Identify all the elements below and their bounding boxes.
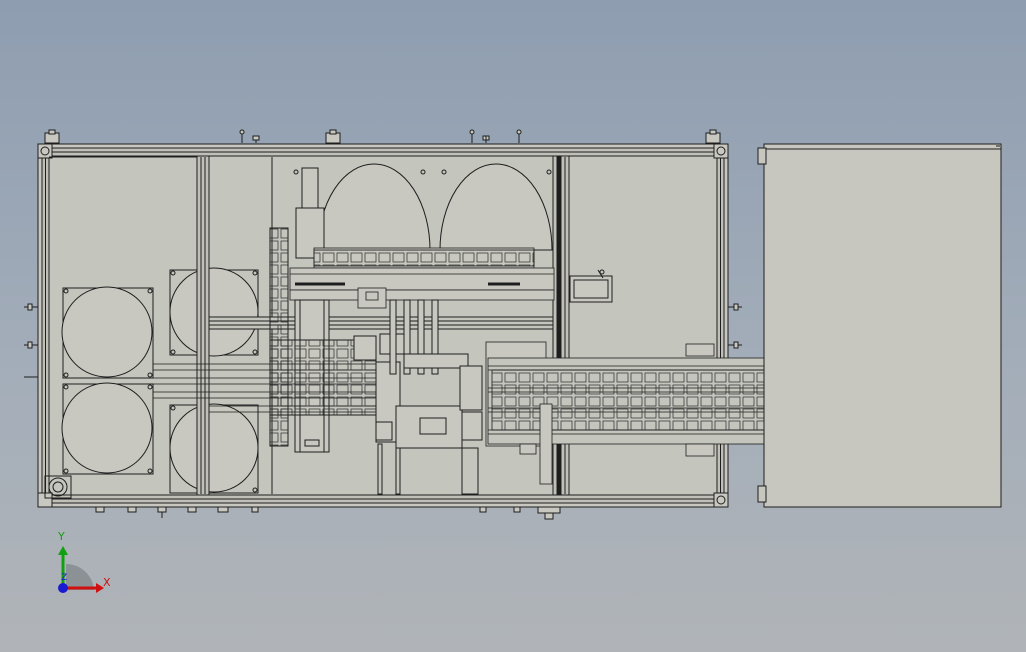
side-table [757, 143, 1002, 508]
coordinate-triad [58, 546, 104, 593]
center-drive-unit [353, 299, 483, 495]
frame-hardware [24, 129, 742, 520]
axis-z-label: Z [61, 573, 68, 583]
magazine-rail [289, 247, 555, 309]
axis-y-label: Y [58, 530, 65, 543]
axis-x-label: X [103, 576, 111, 589]
side-motor [569, 269, 613, 303]
cross-beam [208, 316, 554, 330]
feed-lanes [153, 363, 376, 413]
vertical-gantry [269, 227, 377, 453]
upper-bin-pair [293, 163, 553, 259]
left-bin-bay [49, 156, 259, 494]
